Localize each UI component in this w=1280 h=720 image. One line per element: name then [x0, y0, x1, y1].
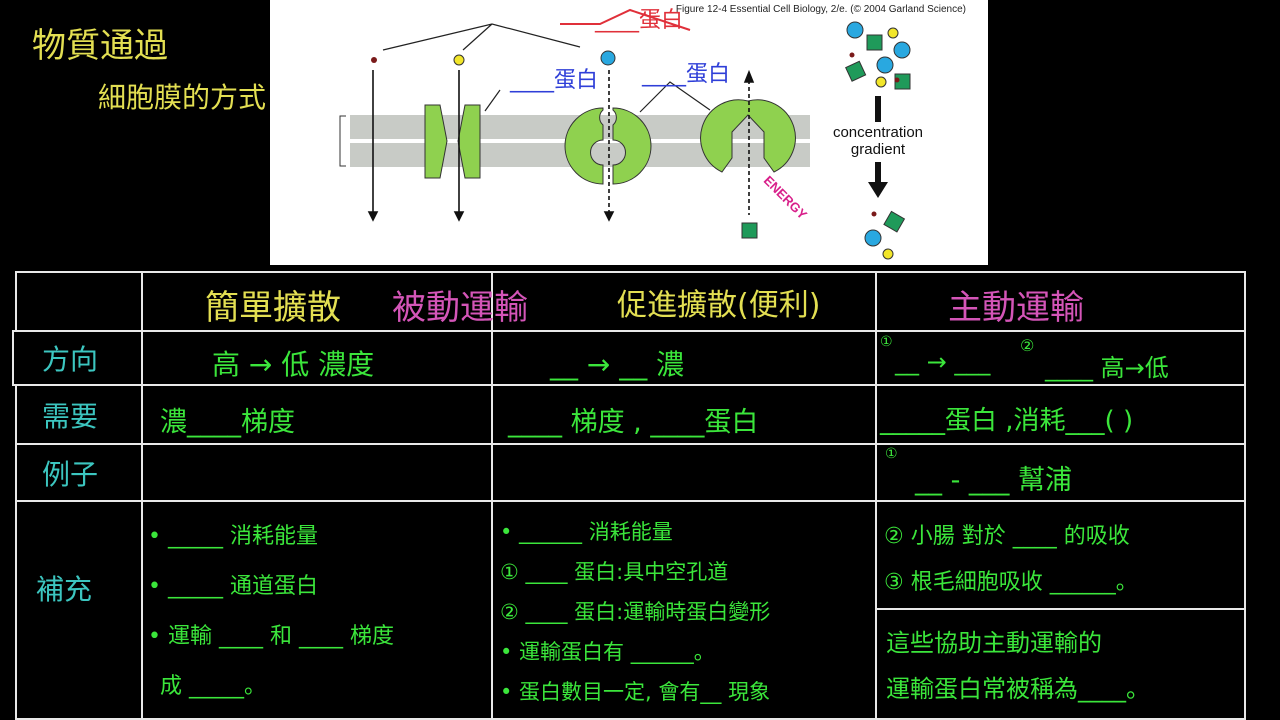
concentration-gradient-label: concentration gradient: [832, 124, 924, 158]
note-item: 這些協助主動運輸的: [886, 629, 1102, 657]
transport-arrows: [367, 69, 755, 222]
cell-corner: [15, 271, 143, 332]
active-example-pump: __ - ___ 幫浦: [915, 465, 1072, 496]
note-item: ① ____ 蛋白:具中空孔道: [500, 560, 729, 584]
simple-notes: • _____ 消耗能量 • _____ 通道蛋白 • 運輸 ____ 和 __…: [148, 512, 394, 712]
header-facilitated-diffusion-label: 促進擴散(便利): [617, 288, 821, 323]
cell: [491, 443, 877, 502]
cell: [141, 443, 493, 502]
membrane-bracket: [339, 115, 346, 167]
gradient-arrow-head: [868, 182, 888, 198]
active-need: _____蛋白 ,消耗___( ): [880, 406, 1134, 436]
facilitated-notes: • ______ 消耗能量 ① ____ 蛋白:具中空孔道 ② ____ 蛋白:…: [500, 512, 770, 712]
row-label-direction-text: 方向: [42, 343, 99, 376]
cell: [15, 500, 143, 720]
carrier-protein-open: [564, 107, 652, 185]
figure-drawing: [339, 8, 911, 260]
facilitated-direction: __ → __ 濃: [550, 348, 685, 381]
note-item: • 運輸 ____ 和 ____ 梯度: [148, 624, 394, 649]
yellow-molecule: [453, 54, 465, 66]
active-direction-2: ____ 高→低: [1045, 354, 1169, 382]
red-annotation-line: [560, 8, 691, 31]
pointer-lines: [382, 23, 711, 113]
note-item: 成 _____。: [160, 674, 266, 699]
annotation-red: ____蛋白: [595, 8, 684, 33]
note-item: • _____ 消耗能量: [148, 524, 318, 549]
active-direction-1: __ → ___: [895, 348, 991, 376]
gradient-arrow-shaft: [875, 162, 881, 184]
passive-transport-label: 被動運輸: [392, 288, 528, 328]
cell: [875, 443, 1246, 502]
simple-direction: 高 → 低 濃度: [212, 348, 375, 381]
note-item: ② ____ 蛋白:運輸時蛋白變形: [500, 600, 771, 624]
board-title-line1: 物質通過: [32, 26, 168, 66]
cell: [875, 608, 1246, 720]
note-item: • ______ 消耗能量: [500, 520, 673, 544]
annotation-blue-right: ____蛋白: [642, 62, 731, 87]
small-molecule-dot: [371, 57, 377, 63]
membrane-transport-figure: Figure 12-4 Essential Cell Biology, 2/e.…: [270, 0, 988, 265]
note-item: • 蛋白數目一定, 會有__ 現象: [500, 680, 771, 704]
gradient-arrow-top: [875, 96, 881, 122]
active-direction-marker-2: ②: [1020, 336, 1035, 355]
figure-caption: Figure 12-4 Essential Cell Biology, 2/e.…: [675, 4, 966, 15]
active-notes: ② 小腸 對於 ____ 的吸收 ③ 根毛細胞吸收 ______。: [884, 514, 1138, 606]
low-concentration-cluster: [864, 210, 906, 260]
row-label-need-text: 需要: [42, 400, 99, 433]
pump-protein: [700, 99, 796, 173]
active-example-marker: ①: [885, 446, 898, 462]
channel-protein: [424, 104, 481, 179]
active-pump-note-box: 這些協助主動運輸的 運輸蛋白常被稱為____。: [886, 620, 1150, 712]
annotation-blue-left: ____蛋白: [510, 68, 599, 93]
high-concentration-cluster: [845, 21, 911, 90]
note-item: ② 小腸 對於 ____ 的吸收: [884, 524, 1130, 549]
blue-molecule: [600, 50, 616, 66]
simple-need: 濃____梯度: [160, 407, 295, 438]
header-simple-diffusion-label: 簡單擴散: [205, 288, 341, 328]
facilitated-need: ____ 梯度 , ____蛋白: [508, 407, 759, 438]
row-label-example-text: 例子: [42, 458, 99, 491]
green-molecule: [741, 222, 758, 239]
row-label-notes-text: 補充: [36, 573, 93, 606]
header-active-transport-label: 主動運輸: [948, 288, 1084, 328]
note-item: • _____ 通道蛋白: [148, 574, 318, 599]
active-direction-marker-1: ①: [880, 334, 893, 350]
note-item: ③ 根毛細胞吸收 ______。: [884, 570, 1138, 595]
note-item: • 運輸蛋白有 ______。: [500, 640, 715, 664]
note-item: 運輸蛋白常被稱為____。: [886, 675, 1150, 703]
board-title-line2: 細胞膜的方式: [98, 81, 267, 114]
